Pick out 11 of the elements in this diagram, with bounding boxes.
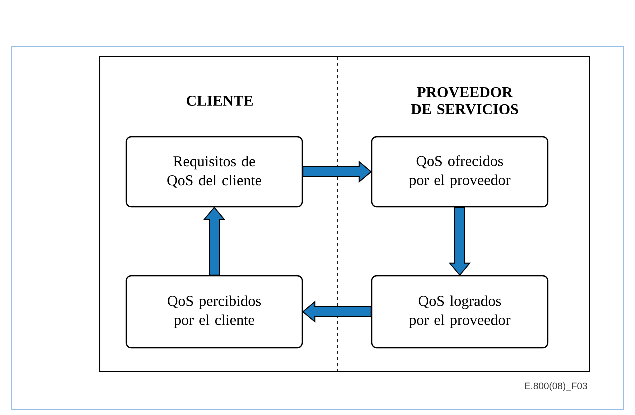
process-box: QoS logrados por el proveedor [371, 275, 549, 349]
process-box: QoS percibidos por el cliente [126, 275, 304, 349]
process-box: QoS ofrecidos por el proveedor [371, 136, 549, 208]
block-arrow [448, 207, 472, 276]
block-arrow [203, 206, 226, 276]
lane-heading: PROVEEDOR DE SERVICIOS [411, 87, 518, 115]
process-box: Requisitos de QoS del cliente [126, 136, 304, 208]
figure-code: E.800(08)_F03 [525, 382, 588, 392]
block-arrow [302, 300, 372, 324]
block-arrow [302, 160, 372, 184]
lane-heading: CLIENTE [186, 96, 253, 106]
